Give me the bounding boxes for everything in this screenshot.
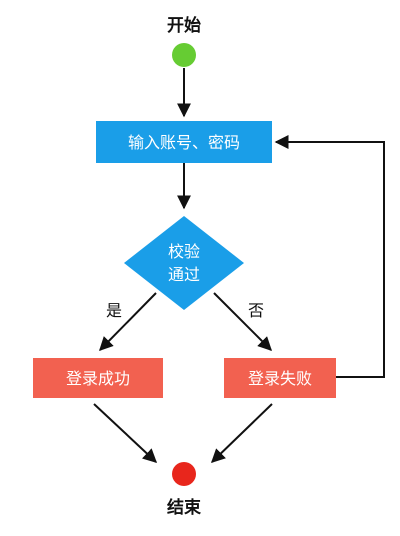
start-node: [172, 43, 196, 67]
input-credentials-box: [96, 121, 272, 163]
end-node: [172, 462, 196, 486]
check-diamond: [124, 216, 244, 310]
no-label: 否: [248, 301, 264, 320]
success-label: 登录成功: [66, 369, 130, 388]
check-label-line1: 校验: [168, 242, 200, 261]
fail-label: 登录失败: [248, 369, 312, 388]
edge-success-to-end: [93, 403, 158, 463]
edge-check-to-success: [99, 292, 157, 351]
check-label-line2: 通过: [168, 265, 200, 284]
edge-fail-to-input-loop: [274, 135, 385, 378]
start-label: 开始: [167, 15, 201, 36]
edge-fail-to-end: [210, 403, 273, 463]
fail-box: [224, 358, 336, 398]
yes-label: 是: [106, 301, 122, 320]
edge-check-to-fail: [213, 292, 272, 351]
end-label: 结束: [167, 497, 201, 518]
success-box: [33, 358, 163, 398]
input-credentials-label: 输入账号、密码: [128, 133, 240, 152]
